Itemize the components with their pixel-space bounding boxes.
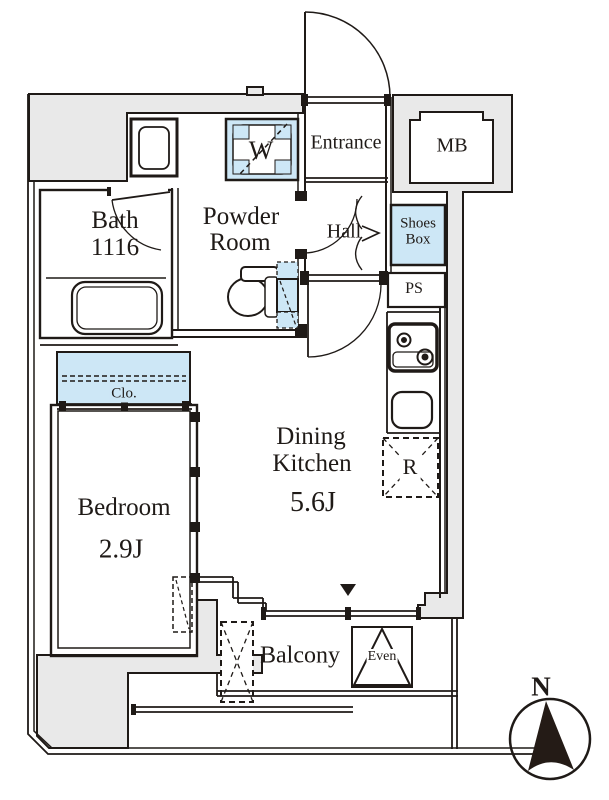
shoes-box [389,203,447,267]
washing-machine-corner [274,124,292,140]
stove-burner [401,337,407,343]
shoes-box-door-arrow [361,225,381,242]
vanity-unit [129,117,179,178]
bedroom-walls-inner [57,410,191,649]
door-post [295,191,307,201]
kitchen-sink [390,390,434,430]
shoes-box-label2: Box [405,231,431,248]
washing-machine-corner [274,159,292,175]
stove-burner [421,353,429,361]
hatch-box [351,626,413,688]
powder-room-label2: Room [209,229,271,256]
dk-label: Dining [276,423,346,450]
bathtub [70,280,164,336]
refrigerator-label: R [399,454,421,480]
meter-box [409,111,494,184]
powder-room-label: Powder [202,203,280,230]
direction-triangle [340,584,356,596]
shoes-box-label: Shoes [400,215,436,232]
sliding-door-stud [190,412,200,422]
door-post [300,271,309,285]
pipe-space-box [386,271,447,309]
washing-machine-label: W [248,136,274,165]
meter-box-wall [392,94,513,619]
hatch-label: Even [366,649,398,665]
toilet-cabinet [276,261,299,280]
washing-machine-dash [238,123,288,176]
ground-line-end [131,704,136,715]
vanity-basin [138,126,170,170]
toilet-cabinet [276,278,299,313]
compass-north-label: N [531,671,551,702]
outer-boundary-line [27,94,546,755]
ac-unit-dash [175,579,190,630]
meter-box-label: MB [436,134,468,157]
washing-machine-corner [232,159,250,175]
bathtub-inner [76,286,158,330]
door-post [107,187,111,196]
closet-label: Clo. [109,385,139,403]
bedroom-size-label: 2.9J [98,533,144,564]
shoes-box-door-arc [354,195,363,230]
toilet-bowl [227,277,269,317]
toilet-cabinet-dash [279,280,297,327]
entrance-door-arc [304,11,391,98]
outer-boundary-line-inner [33,181,540,749]
compass-needle [528,701,574,771]
kitchen-counter [386,311,440,434]
bath-door-leaf [111,191,171,201]
door-post [295,249,307,259]
wall-junction-post [295,324,307,338]
hall-label: Hall [326,220,362,243]
bath-label: Bath [91,207,139,234]
toilet-cabinet [276,311,299,329]
dk-door-arc [307,283,382,358]
sliding-door-stud [190,467,200,477]
sliding-door-stud [190,522,200,532]
shoes-box-door-arc [354,236,363,271]
washing-machine-corner [232,124,250,140]
bath-door-arc [111,199,162,251]
stove [387,322,439,373]
bath-size-label: 1116 [90,234,140,261]
entrance-label: Entrance [310,131,382,154]
window-end [416,607,421,620]
balcony-label: Balcony [260,642,340,669]
bath-door-opening [110,186,168,195]
sliding-door-stud [190,573,200,583]
bedroom-label: Bedroom [77,494,171,521]
wall-pier [246,86,264,96]
step-wall [197,576,267,611]
ac-unit-box [172,576,193,633]
evacuation-hatch-area [220,621,254,703]
stove-burner [416,348,434,366]
stove-burner [396,332,412,348]
dk-label2: Kitchen [272,450,352,477]
pipe-space-label: PS [405,280,423,297]
door-post [379,271,388,285]
dk-size-label: 5.6J [290,487,336,518]
bedroom-walls [49,403,199,658]
compass-circle [508,697,592,781]
window-mullion [345,607,351,620]
refrigerator-box [382,437,439,498]
window-end [261,607,266,620]
